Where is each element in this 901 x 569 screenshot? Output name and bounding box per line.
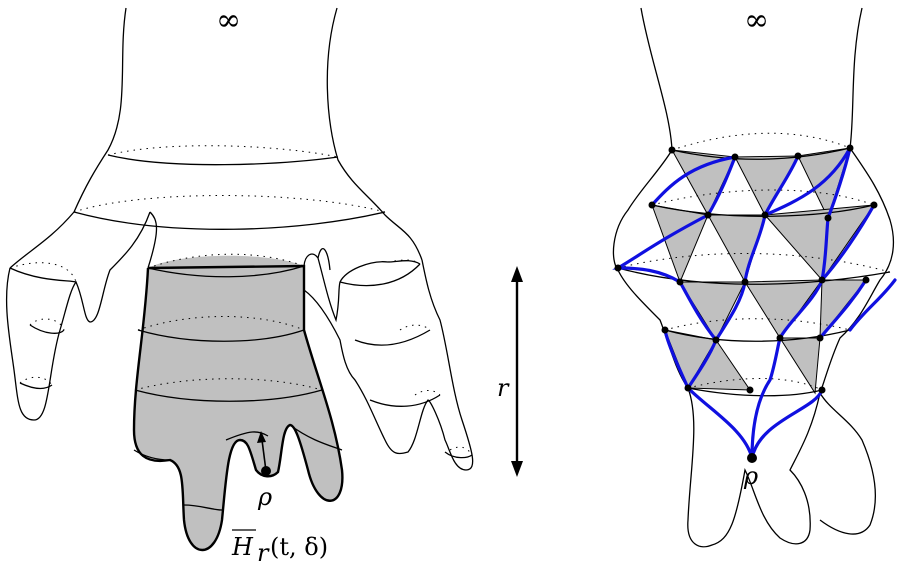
blue-path-3 [752, 338, 780, 458]
height-label: r [497, 374, 510, 402]
node [762, 212, 769, 219]
node [819, 277, 826, 284]
node [795, 153, 802, 160]
right-panel: ∞ ρ [613, 3, 895, 547]
level-back-left-3 [20, 377, 52, 385]
level-back-1 [108, 146, 338, 157]
node [669, 147, 676, 154]
node [685, 385, 692, 392]
right-root-label: ρ [743, 462, 758, 490]
right-trunk-left-edge [613, 8, 688, 388]
region-label-args: (t, δ) [270, 533, 328, 561]
level-cut-2 [74, 212, 385, 229]
node [871, 202, 878, 209]
rlevel-cut-5 [688, 388, 822, 396]
inner-left-branch-outline [148, 212, 157, 268]
level-cut-right-1 [340, 264, 420, 286]
node [777, 335, 784, 342]
level-back-right-3 [415, 390, 440, 395]
region-label: H r (t, δ) [231, 530, 328, 567]
level-back-right-2 [400, 325, 430, 330]
tile-2 [735, 156, 798, 215]
shaded-subtree-region [134, 256, 342, 550]
left-branch-outline [7, 212, 150, 420]
node [825, 215, 832, 222]
level-cut-right-3 [370, 395, 440, 406]
node [649, 202, 656, 209]
node [747, 387, 754, 394]
region-label-main: H [231, 533, 254, 561]
level-cut-1 [108, 155, 338, 165]
rlevel-back-3 [618, 253, 890, 272]
level-cut-right-2 [355, 330, 430, 345]
height-arrow-top-head [511, 266, 523, 282]
level-cut-left-1 [10, 268, 76, 282]
right-lower-inner-lobe [820, 393, 875, 534]
rlevel-back-1 [672, 133, 850, 150]
tile-9 [745, 280, 822, 338]
level-back-2 [74, 196, 385, 213]
node [662, 327, 669, 334]
node [847, 145, 854, 152]
tree-trunk-right-edge [327, 8, 422, 260]
height-arrow-bottom-head [511, 461, 523, 477]
tree-trunk-left-edge [10, 8, 126, 268]
level-cut-left-3 [20, 383, 52, 389]
tile-6 [708, 215, 765, 282]
left-root-label: ρ [257, 483, 272, 511]
level-back-right-4 [450, 447, 472, 455]
node [713, 337, 720, 344]
node [615, 265, 622, 272]
node [677, 279, 684, 286]
level-cut-right-4 [445, 452, 472, 458]
left-panel: ∞ ρ r H r (t, δ) [7, 3, 523, 567]
node [817, 335, 824, 342]
tile-11 [780, 338, 820, 393]
node [819, 387, 826, 394]
right-infinity-label: ∞ [744, 3, 769, 38]
region-label-sub: r [257, 539, 270, 567]
node [732, 154, 739, 161]
right-branch-upper-outline [304, 254, 420, 320]
left-infinity-label: ∞ [216, 3, 241, 38]
node [705, 212, 712, 219]
node [742, 279, 749, 286]
node [863, 277, 870, 284]
